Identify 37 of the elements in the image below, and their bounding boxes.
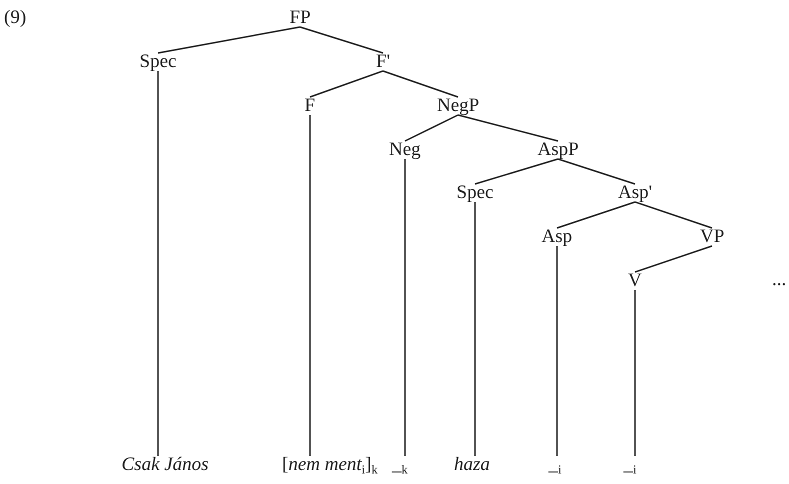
tree-node-label: Spec <box>138 52 178 72</box>
tree-branch <box>404 159 406 456</box>
tree-branch <box>474 158 558 185</box>
tree-branch <box>158 26 300 54</box>
tree-node-label: FP <box>288 8 312 28</box>
tree-node-label: F <box>304 96 316 116</box>
tree-branch <box>634 201 712 229</box>
tree-branch <box>556 201 636 229</box>
tree-branch <box>634 245 712 273</box>
tree-node-label: NegP <box>436 96 480 116</box>
tree-branch <box>310 70 384 98</box>
tree-node-label: V <box>627 271 643 291</box>
tree-branch <box>309 115 311 456</box>
tree-branch <box>382 70 458 98</box>
tree-node-label: Asp' <box>617 183 654 203</box>
tree-node-label: VP <box>699 227 726 247</box>
tree-node-label: Spec <box>456 183 494 203</box>
tree-branch <box>300 26 384 54</box>
terminal-word: _$_{i}$ <box>622 455 638 475</box>
tree-branch <box>634 290 636 456</box>
terminal-word: [nem ment$_{i}$]$_{k}$ <box>281 455 379 475</box>
example-number: (9) <box>4 8 26 28</box>
terminal-word: _$_{i}$ <box>548 455 562 475</box>
tree-branch <box>558 158 636 185</box>
terminal-word: Csak János <box>120 455 210 475</box>
tree-node-label: Neg <box>388 140 422 160</box>
tree-branch <box>474 202 476 456</box>
tree-branch <box>404 114 458 142</box>
ellipsis: ... <box>772 270 786 290</box>
terminal-word: _$_{k}$ <box>391 455 409 475</box>
tree-node-label: Asp <box>540 227 574 247</box>
tree-branch <box>556 246 558 456</box>
tree-node-label: F' <box>375 52 391 72</box>
tree-branch <box>458 114 558 142</box>
tree-node-label: AspP <box>536 140 580 160</box>
terminal-word: haza <box>453 455 491 475</box>
tree-branch <box>157 71 159 456</box>
